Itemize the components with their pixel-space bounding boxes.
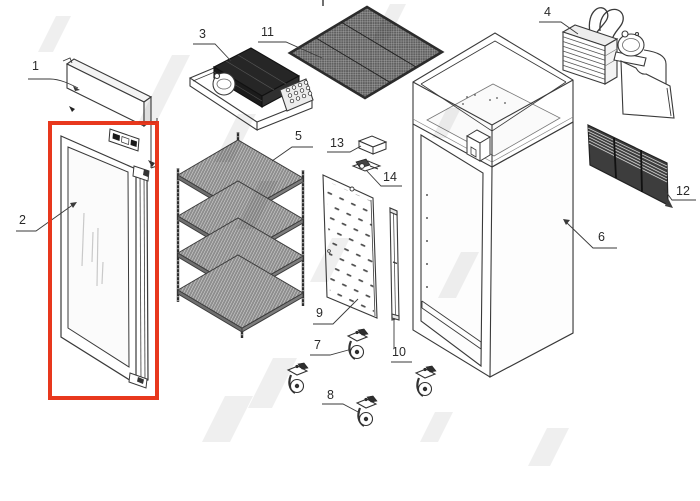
- part-label-12: 12: [676, 184, 690, 198]
- callout-leaders: [16, 21, 696, 414]
- part-label-9: 9: [316, 306, 323, 320]
- part-label-7: 7: [314, 338, 321, 352]
- part-label-2: 2: [19, 213, 26, 227]
- part-12-louver-grille: [587, 124, 673, 208]
- part-label-14: 14: [383, 170, 397, 184]
- part-14-hinge-bracket: [351, 158, 382, 172]
- part-10-hinge-strip: [389, 207, 400, 321]
- part-2-glass-door: [60, 135, 150, 389]
- caster-right: [414, 364, 438, 398]
- interior-sill: [421, 300, 482, 350]
- mounting-plate: [620, 60, 675, 119]
- part-7-caster: [346, 327, 370, 361]
- door-control-display: [108, 128, 140, 152]
- highlight-box: [48, 121, 159, 400]
- part-label-13: 13: [330, 136, 344, 150]
- shelf-4: [177, 254, 304, 333]
- door-right-frame: [135, 169, 146, 384]
- part-label-5: 5: [295, 129, 302, 143]
- door-glass-reflections: [81, 212, 104, 287]
- part-13-small-cover-box: [357, 135, 388, 155]
- door-bottom-hinge: [128, 372, 148, 389]
- part-label-10: 10: [392, 345, 406, 359]
- part-11-wire-grid-panel: [287, 5, 445, 100]
- part-3-compressor-deck: [188, 47, 314, 132]
- part-label-3: 3: [199, 27, 206, 41]
- part-label-4: 4: [544, 5, 551, 19]
- part-8-caster: [355, 394, 379, 428]
- part-label-11: 11: [261, 25, 274, 39]
- watermark: [38, 4, 569, 466]
- door-top-hinge: [132, 165, 150, 182]
- coil-end-block: [279, 78, 314, 112]
- hinge-hole-dots: [426, 194, 428, 288]
- deck-screw-dots: [462, 94, 506, 105]
- part-6-cabinet-body: [412, 32, 574, 378]
- front-post-bracket: [465, 129, 492, 162]
- part-label-8: 8: [327, 388, 334, 402]
- part-label-6: 6: [598, 230, 605, 244]
- part-4-condensing-unit: [561, 7, 675, 119]
- part-label-1: 1: [32, 59, 39, 73]
- part-9-perforated-panel: [322, 174, 378, 319]
- part-5-wire-shelf-rack: [176, 132, 305, 338]
